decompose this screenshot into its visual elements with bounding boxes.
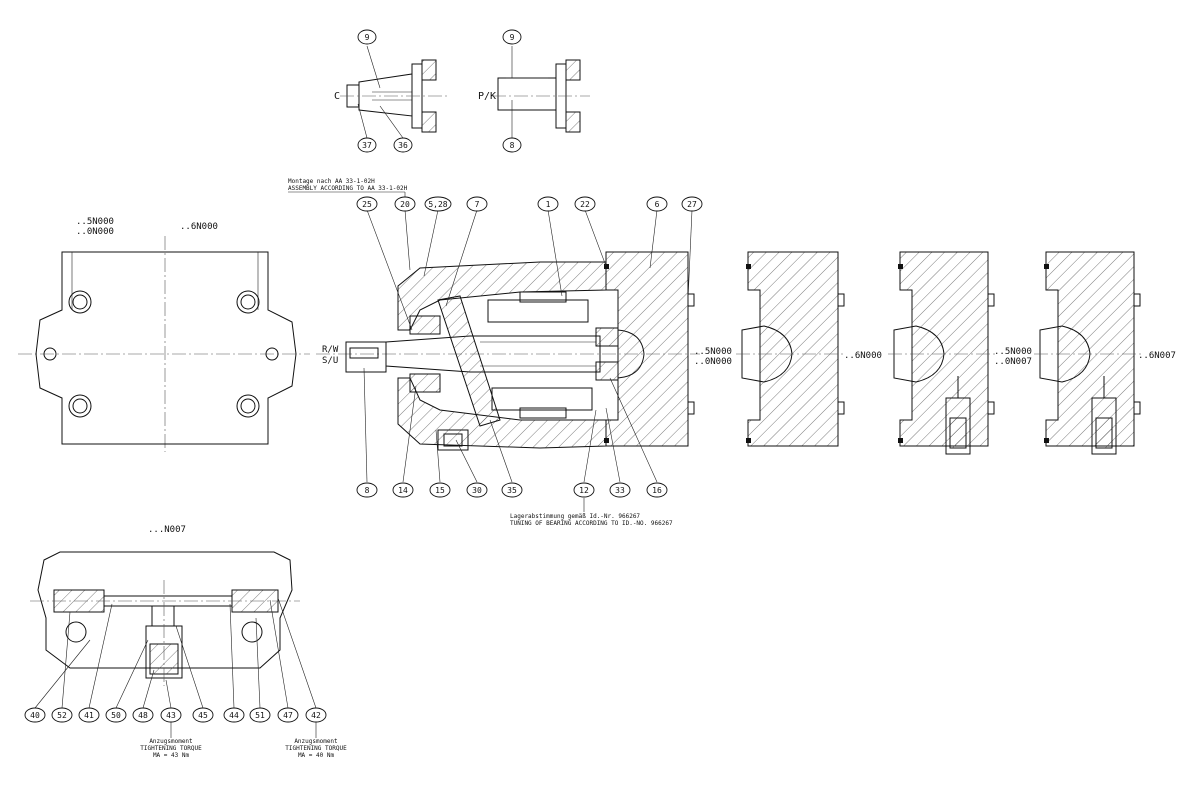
port-block-variant-5N000-0N007: ..5N000 ..0N007 [888, 251, 1032, 455]
label-0N000-left: ..0N000 [76, 227, 114, 237]
bubble-15: 15 [429, 482, 451, 498]
bubble-14: 14 [392, 482, 414, 498]
label-0N007-variant: ..0N007 [994, 357, 1032, 367]
n007-section-view: ...N007 Anzugsmoment TIGHTENING TORQUE M… [30, 525, 347, 759]
svg-text:52: 52 [57, 711, 67, 720]
bubble-37: 37 [357, 137, 377, 153]
bearing-note-en: TUNING OF BEARING ACCORDING TO ID.-NO. 9… [510, 520, 673, 527]
label-6N000-left: ..6N000 [180, 222, 218, 232]
bubble-40: 40 [24, 707, 46, 723]
svg-text:12: 12 [579, 486, 589, 495]
torque-note-2-val: MA = 40 Nm [298, 752, 335, 759]
bubble-36: 36 [393, 137, 413, 153]
svg-text:45: 45 [198, 711, 208, 720]
torque-note-1-en: TIGHTENING TORQUE [140, 745, 202, 752]
svg-text:44: 44 [229, 711, 239, 720]
bubble-12: 12 [573, 482, 595, 498]
svg-text:30: 30 [472, 486, 482, 495]
torque-note-1-val: MA = 43 Nm [153, 752, 190, 759]
bubble-16: 16 [646, 482, 668, 498]
bubble-51: 51 [249, 707, 271, 723]
bubble-9b: 9 [502, 29, 522, 45]
port-block-variant-6N000: ..6N000 [736, 251, 882, 447]
svg-text:35: 35 [507, 486, 517, 495]
bubble-6: 6 [646, 196, 668, 212]
bubble-52: 52 [51, 707, 73, 723]
svg-text:42: 42 [311, 711, 321, 720]
svg-text:14: 14 [398, 486, 408, 495]
torque-note-2-de: Anzugsmoment [294, 738, 338, 745]
bubble-25: 25 [356, 196, 378, 212]
label-0N000-main: ..0N000 [694, 357, 732, 367]
main-section-view: Montage nach AA 33-1-02H ASSEMBLY ACCORD… [288, 178, 732, 527]
montage-note-en: ASSEMBLY ACCORDING TO AA 33-1-02H [288, 185, 408, 192]
bubble-5-28: 5,28 [424, 196, 452, 212]
label-c: C [334, 91, 340, 102]
svg-text:36: 36 [398, 141, 408, 150]
label-6N007-variant: ..6N007 [1138, 351, 1176, 361]
svg-text:6: 6 [655, 200, 660, 209]
svg-text:33: 33 [615, 486, 625, 495]
svg-text:15: 15 [435, 486, 445, 495]
svg-text:47: 47 [283, 711, 293, 720]
label-5N000-left: ..5N000 [76, 217, 114, 227]
svg-text:48: 48 [138, 711, 148, 720]
bubble-22: 22 [574, 196, 596, 212]
svg-text:41: 41 [84, 711, 94, 720]
svg-text:7: 7 [475, 200, 480, 209]
label-rw: R/W [322, 345, 339, 355]
bubble-1: 1 [537, 196, 559, 212]
bubble-27: 27 [681, 196, 703, 212]
label-6N000-variant: ..6N000 [844, 351, 882, 361]
bubble-9a: 9 [357, 29, 377, 45]
svg-text:37: 37 [362, 141, 372, 150]
svg-text:40: 40 [30, 711, 40, 720]
bubble-50: 50 [105, 707, 127, 723]
svg-text:5,28: 5,28 [428, 200, 447, 209]
label-N007: ...N007 [148, 525, 186, 535]
svg-text:22: 22 [580, 200, 590, 209]
bubble-48: 48 [132, 707, 154, 723]
bubble-30: 30 [466, 482, 488, 498]
bubble-43: 43 [160, 707, 182, 723]
shaft-variant-pk: P/K [478, 46, 590, 138]
label-5N000-variant: ..5N000 [994, 347, 1032, 357]
bubble-47: 47 [277, 707, 299, 723]
shaft-variant-c: C [334, 45, 450, 139]
svg-text:27: 27 [687, 200, 697, 209]
svg-text:16: 16 [652, 486, 662, 495]
bubble-35: 35 [501, 482, 523, 498]
bubble-20: 20 [394, 196, 416, 212]
bubble-33: 33 [609, 482, 631, 498]
label-pk: P/K [478, 91, 496, 102]
svg-text:9: 9 [510, 33, 515, 42]
torque-note-1-de: Anzugsmoment [149, 738, 193, 745]
svg-text:20: 20 [400, 200, 410, 209]
svg-text:8: 8 [510, 141, 515, 150]
bubble-8: 8 [356, 482, 378, 498]
bubble-41: 41 [78, 707, 100, 723]
svg-text:8: 8 [365, 486, 370, 495]
svg-text:1: 1 [546, 200, 551, 209]
bubble-42: 42 [305, 707, 327, 723]
port-block-variant-6N007: ..6N007 [1034, 251, 1176, 455]
svg-text:51: 51 [255, 711, 265, 720]
svg-text:9: 9 [365, 33, 370, 42]
montage-note-de: Montage nach AA 33-1-02H [288, 178, 375, 185]
svg-text:50: 50 [111, 711, 121, 720]
svg-text:43: 43 [166, 711, 176, 720]
bubble-44: 44 [223, 707, 245, 723]
svg-text:25: 25 [362, 200, 372, 209]
bubble-7: 7 [466, 196, 488, 212]
bubble-45: 45 [192, 707, 214, 723]
label-5N000-main: ..5N000 [694, 347, 732, 357]
front-view: ..5N000 ..0N000 ..6N000 [18, 217, 310, 452]
torque-note-2-en: TIGHTENING TORQUE [285, 745, 347, 752]
bubble-8-top: 8 [502, 137, 522, 153]
bearing-note-de: Lagerabstimmung gemäß Id.-Nr. 966267 [510, 513, 640, 520]
label-su: S/U [322, 356, 338, 366]
